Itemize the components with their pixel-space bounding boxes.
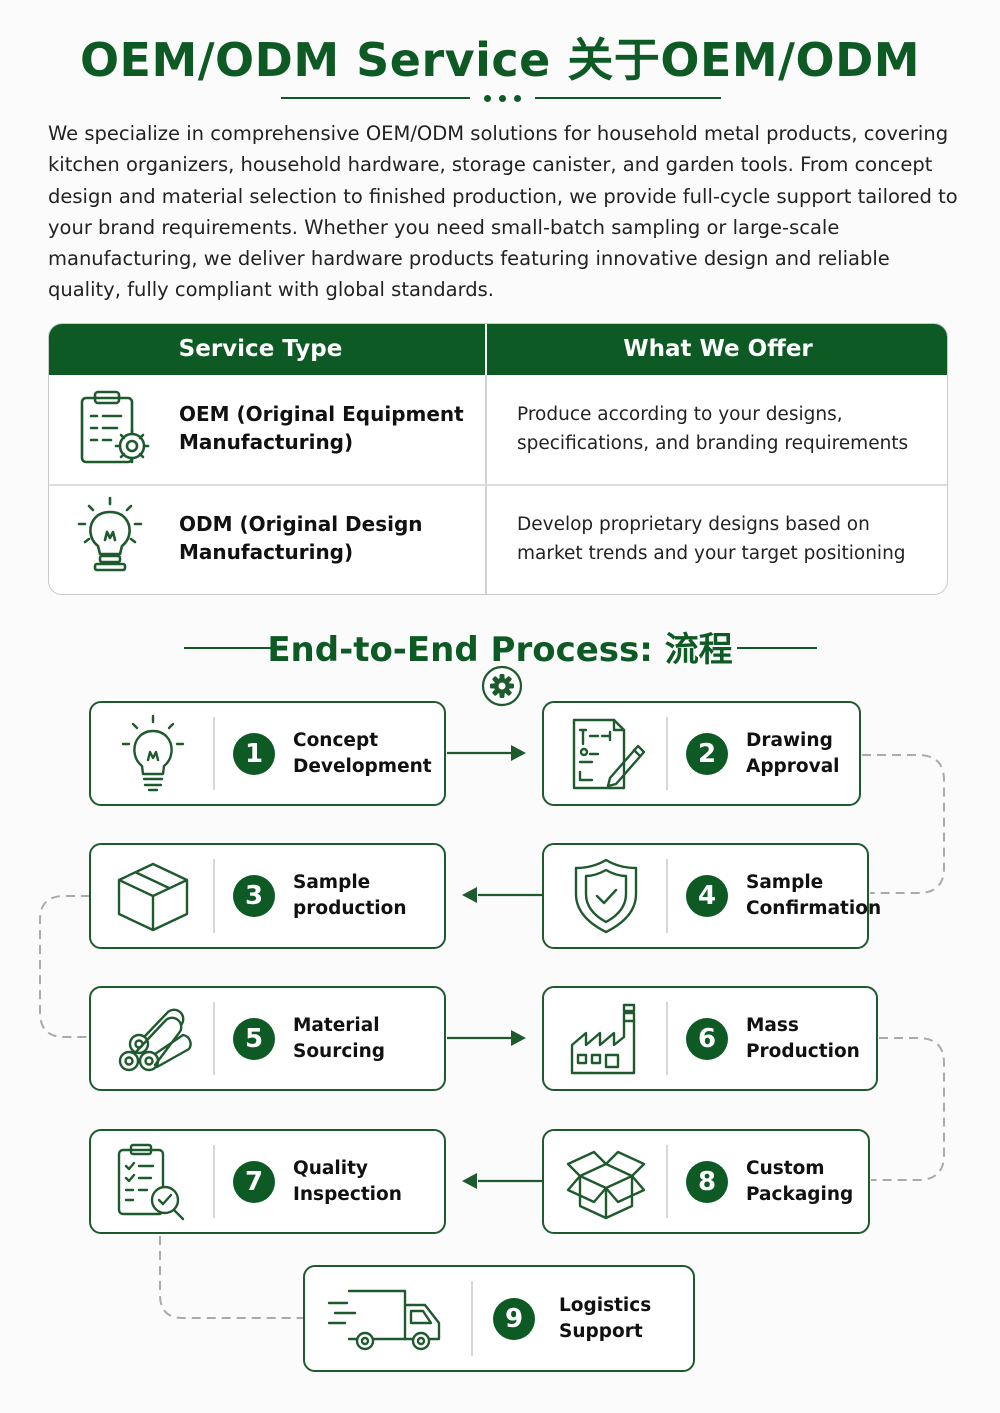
step-label: Sample Confirmation bbox=[746, 870, 881, 922]
step-label-line: Production bbox=[746, 1040, 860, 1062]
table-header: Service Type What We Offer bbox=[49, 324, 947, 375]
step-label: Concept Development bbox=[293, 728, 432, 780]
truck-icon bbox=[327, 1289, 441, 1350]
pipes-icon bbox=[118, 1008, 192, 1071]
step-label: Logistics Support bbox=[559, 1293, 651, 1345]
title-divider-right bbox=[535, 97, 721, 99]
step-label-line: Packaging bbox=[746, 1183, 854, 1205]
step-label: Quality Inspection bbox=[293, 1156, 402, 1208]
section-divider-right bbox=[737, 647, 817, 649]
step-label-line: Confirmation bbox=[746, 898, 882, 919]
card-divider bbox=[213, 1002, 215, 1075]
service-name-line: Manufacturing) bbox=[179, 430, 354, 454]
service-description-line: specifications, and branding requirement… bbox=[517, 433, 909, 454]
service-name-line: ODM (Original Design bbox=[179, 512, 423, 536]
checklist-magnifier-icon bbox=[117, 1143, 185, 1220]
service-description: Produce according to your designs, speci… bbox=[517, 400, 908, 458]
step-label: Material Sourcing bbox=[293, 1013, 385, 1065]
service-name: OEM (Original Equipment Manufacturing) bbox=[179, 400, 464, 456]
table-row-divider bbox=[49, 484, 947, 486]
process-step-4: 4 Sample Confirmation bbox=[542, 843, 881, 949]
factory-icon bbox=[570, 1003, 636, 1074]
step-label-line: Material bbox=[293, 1014, 380, 1036]
process-step-9: 9 Logistics Support bbox=[303, 1265, 695, 1372]
title-divider-left bbox=[281, 97, 470, 99]
blueprint-pencil-icon bbox=[572, 718, 646, 789]
step-number: 5 bbox=[233, 1017, 275, 1060]
card-divider bbox=[666, 1145, 668, 1218]
process-step-3: 3 Sample production bbox=[89, 843, 446, 949]
table-header-divider bbox=[485, 324, 487, 375]
step-label-line: Sourcing bbox=[293, 1040, 386, 1062]
service-name-line: OEM (Original Equipment bbox=[179, 402, 464, 426]
lightbulb-icon bbox=[77, 496, 143, 572]
step-label-line: Approval bbox=[746, 755, 840, 777]
step-label-line: Sample bbox=[293, 872, 371, 893]
process-title: End-to-End Process: 流程 bbox=[267, 630, 733, 670]
service-description-line: market trends and your target positionin… bbox=[517, 543, 906, 564]
card-divider bbox=[666, 717, 668, 790]
process-step-5: 5 Material Sourcing bbox=[89, 986, 446, 1091]
step-label-line: Drawing bbox=[746, 729, 833, 751]
service-name-line: Manufacturing) bbox=[179, 540, 354, 564]
process-step-6: 6 Mass Production bbox=[542, 986, 878, 1091]
step-number: 1 bbox=[233, 732, 275, 775]
process-step-2: 2 Drawing Approval bbox=[542, 701, 861, 806]
step-label: Mass Production bbox=[746, 1013, 860, 1065]
step-label-line: Logistics bbox=[559, 1294, 652, 1316]
service-description: Develop proprietary designs based on mar… bbox=[517, 510, 906, 568]
clipboard-gear-icon bbox=[80, 390, 150, 464]
step-number: 3 bbox=[233, 875, 275, 917]
step-label: Sample production bbox=[293, 870, 407, 922]
lightbulb-icon bbox=[121, 714, 185, 791]
section-divider-left bbox=[184, 647, 272, 649]
process-step-8: 8 Custom Packaging bbox=[542, 1129, 870, 1234]
title-divider-dot bbox=[499, 95, 506, 102]
process-step-1: 1 Concept Development bbox=[89, 701, 446, 806]
card-divider bbox=[666, 859, 668, 933]
page-title: OEM/ODM Service 关于OEM/ODM bbox=[79, 33, 921, 87]
gear-icon bbox=[481, 665, 523, 707]
table-column-divider bbox=[485, 324, 487, 594]
step-label: Custom Packaging bbox=[746, 1156, 853, 1208]
column-header-service-type: Service Type bbox=[178, 336, 343, 362]
step-label-line: Sample bbox=[746, 872, 824, 893]
open-box-icon bbox=[566, 1150, 646, 1219]
step-number: 7 bbox=[233, 1160, 275, 1203]
step-number: 2 bbox=[686, 732, 728, 775]
service-table: Service Type What We Offer OEM (Original… bbox=[48, 323, 948, 595]
service-name: ODM (Original Design Manufacturing) bbox=[179, 510, 423, 566]
card-divider bbox=[471, 1281, 473, 1356]
step-number: 4 bbox=[686, 875, 728, 917]
shield-check-icon bbox=[574, 858, 638, 934]
step-label-line: Mass bbox=[746, 1014, 799, 1036]
step-label: Drawing Approval bbox=[746, 728, 840, 780]
title-divider-dot bbox=[514, 95, 521, 102]
step-label-line: Development bbox=[293, 755, 432, 777]
step-label-line: Concept bbox=[293, 729, 379, 751]
step-label-line: Custom bbox=[746, 1157, 825, 1179]
step-label-line: Quality bbox=[293, 1157, 368, 1179]
card-divider bbox=[213, 717, 215, 790]
intro-paragraph: We specialize in comprehensive OEM/ODM s… bbox=[48, 122, 958, 302]
card-divider bbox=[666, 1002, 668, 1075]
service-description-line: Develop proprietary designs based on bbox=[517, 514, 870, 535]
step-label-line: Support bbox=[559, 1320, 643, 1342]
column-header-what-we-offer: What We Offer bbox=[623, 336, 813, 362]
box-icon bbox=[117, 862, 189, 932]
step-label-line: production bbox=[293, 898, 407, 919]
step-number: 6 bbox=[686, 1017, 728, 1060]
step-label-line: Inspection bbox=[293, 1183, 402, 1205]
card-divider bbox=[213, 859, 215, 933]
step-number: 9 bbox=[493, 1297, 535, 1340]
step-number: 8 bbox=[686, 1160, 728, 1203]
title-divider-dot bbox=[484, 95, 491, 102]
process-step-7: 7 Quality Inspection bbox=[89, 1129, 446, 1234]
card-divider bbox=[213, 1145, 215, 1218]
service-description-line: Produce according to your designs, bbox=[517, 404, 843, 425]
